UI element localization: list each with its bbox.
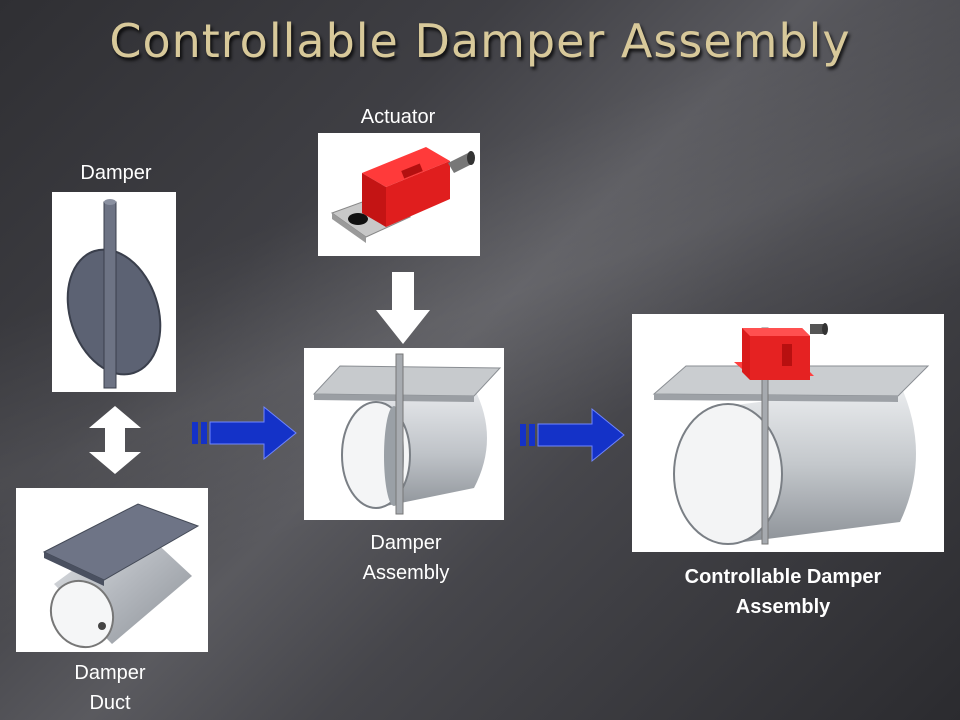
damper-label: Damper <box>80 162 152 184</box>
damper-duct-label-line1: Damper <box>74 662 146 684</box>
flow-arrow-right-icon <box>192 405 297 461</box>
damper-assembly-label-line2: Assembly <box>362 562 450 584</box>
controllable-damper-assembly-label: Controllable Damper Assembly <box>648 562 918 622</box>
page-title: Controllable Damper Assembly <box>109 14 851 68</box>
actuator-label: Actuator <box>360 106 436 128</box>
damper-assembly-label: Damper Assembly <box>336 528 476 588</box>
controllable-label-line2: Assembly <box>735 596 831 618</box>
flow-arrow-right-icon <box>520 407 625 463</box>
damper-assembly-label-line1: Damper <box>370 532 442 554</box>
arrow-down-icon <box>376 272 430 344</box>
damper-duct-image <box>16 488 208 652</box>
damper-duct-label: Damper Duct <box>48 658 172 718</box>
double-arrow-vertical-icon <box>89 406 141 474</box>
actuator-image <box>318 133 480 256</box>
controllable-label-line1: Controllable Damper <box>684 566 882 588</box>
damper-image <box>52 192 176 392</box>
damper-assembly-image <box>304 348 504 520</box>
damper-duct-label-line2: Duct <box>89 692 131 714</box>
controllable-damper-assembly-image <box>632 314 944 552</box>
